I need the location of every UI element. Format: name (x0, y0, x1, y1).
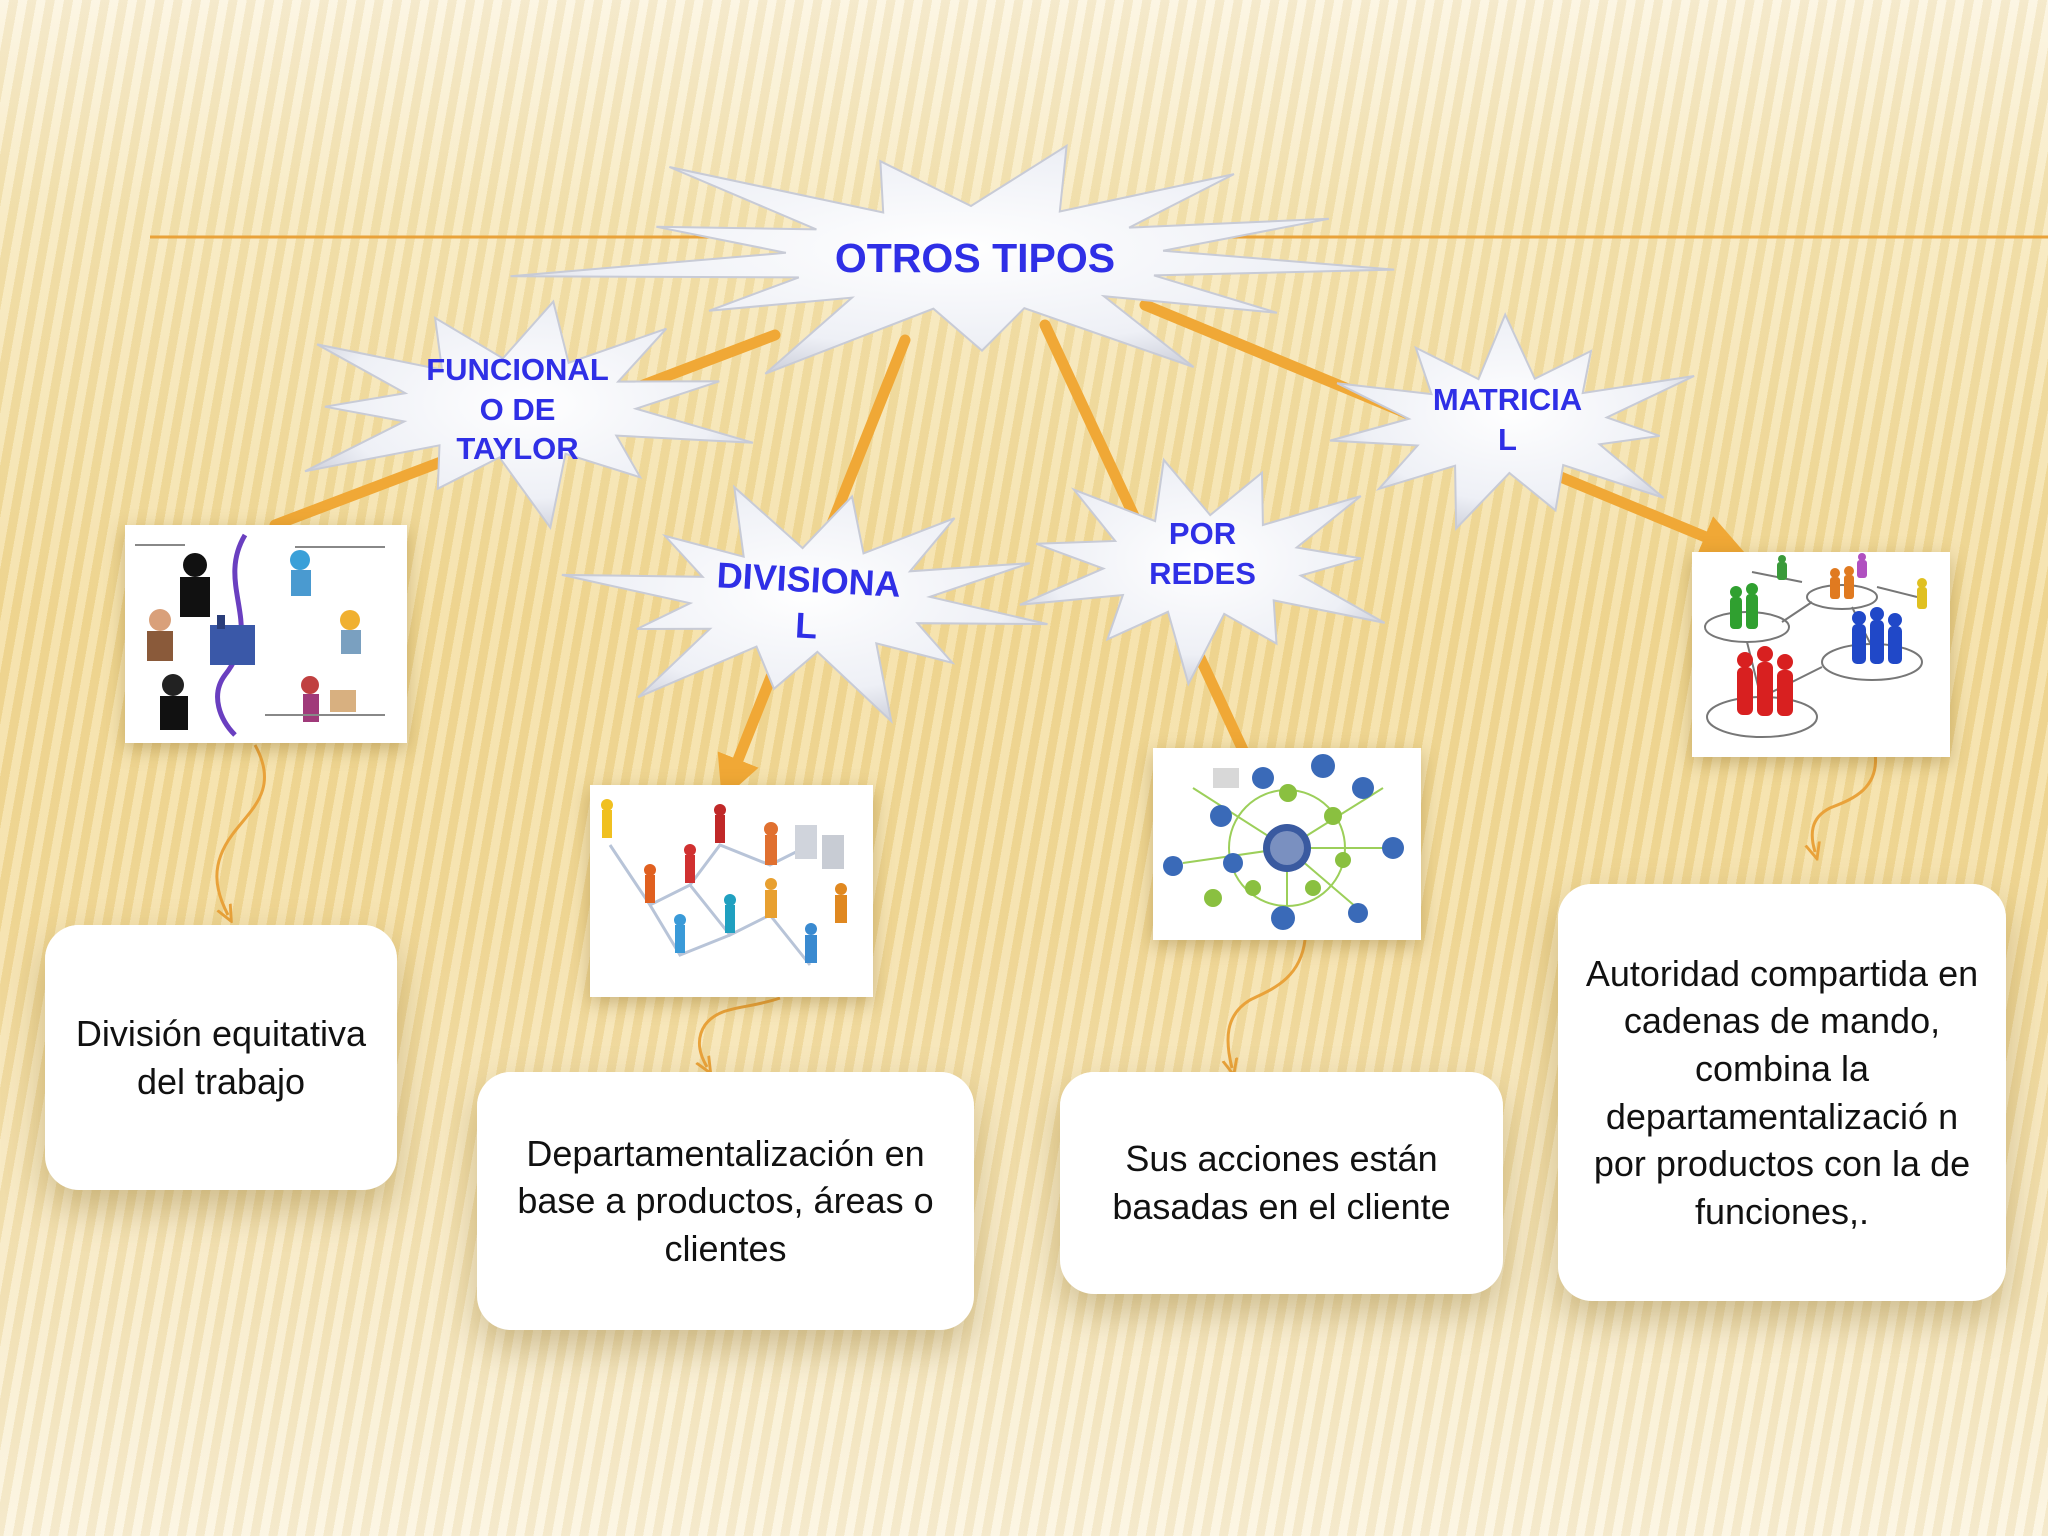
description-card-redes: Sus acciones están basadas en el cliente (1060, 1072, 1503, 1294)
people-groups-network-image (1692, 552, 1950, 757)
branch-label-funcional: FUNCIONAL O DE TAYLOR (426, 352, 609, 467)
description-card-divisional: Departamentalización en base a productos… (477, 1072, 974, 1330)
burst-matricial (1329, 312, 1695, 532)
branch-label-matricial: MATRICIA L (1432, 382, 1583, 457)
org-people-figures-image (125, 525, 407, 743)
root-label: OTROS TIPOS (834, 235, 1116, 281)
network-bubbles-image (1153, 748, 1421, 940)
flow-people-figures-image (590, 785, 873, 997)
curl-connector-redes (1228, 939, 1307, 1068)
people-groups-network-icon (1704, 553, 1927, 738)
burst-redes (1019, 457, 1386, 687)
description-card-matricial: Autoridad compartida en cadenas de mando… (1558, 884, 2006, 1301)
flow-people-figures-icon (601, 799, 847, 966)
branch-label-divisional: DIVISIONA L (715, 554, 902, 647)
curl-connector-matricial (1812, 751, 1877, 852)
description-card-funcional: División equitativa del trabajo (45, 925, 397, 1190)
burst-divisional (561, 484, 1048, 725)
branch-label-redes: POR REDES (1149, 516, 1256, 591)
curl-connector-funcional (215, 744, 267, 915)
curl-connector-divisional (699, 996, 781, 1067)
burst-funcional (304, 299, 754, 531)
network-bubbles-icon (1163, 754, 1404, 930)
org-people-figures-icon (135, 533, 385, 737)
burst-root (510, 143, 1395, 375)
